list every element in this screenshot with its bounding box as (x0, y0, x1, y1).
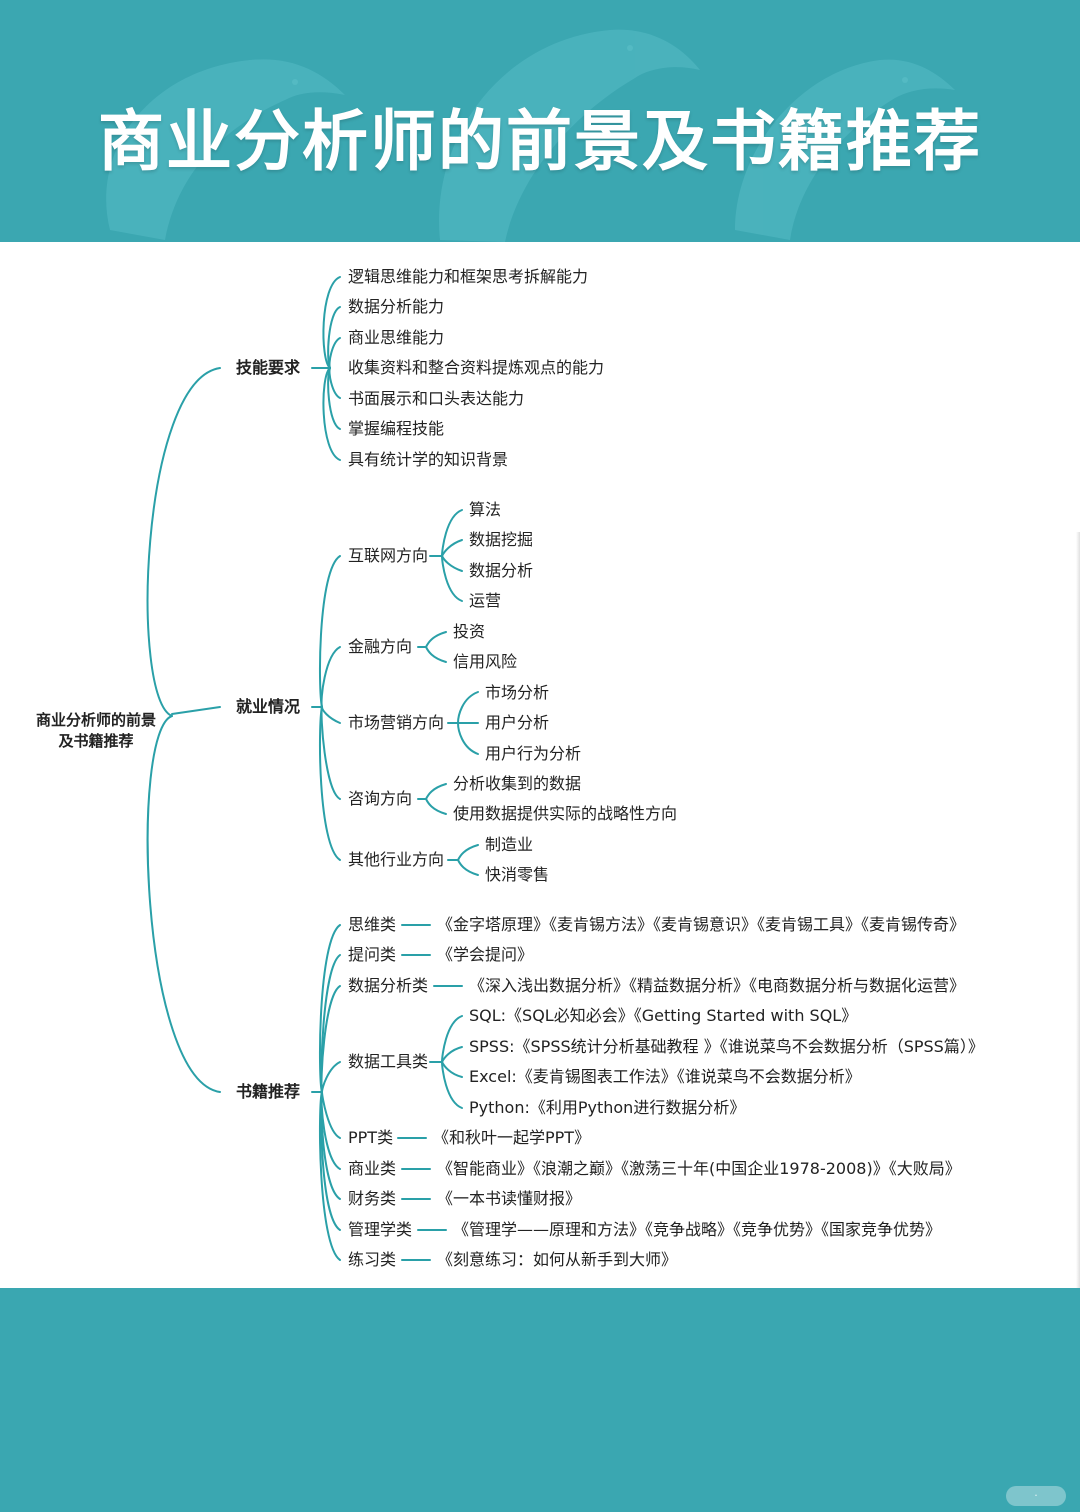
book-list: 《和秋叶一起学PPT》 (433, 1128, 591, 1147)
footer-band: · (0, 1288, 1080, 1512)
branch-books: 书籍推荐 (236, 1082, 301, 1101)
job-item: 数据挖掘 (469, 530, 534, 549)
job-item: 分析收集到的数据 (453, 774, 582, 793)
job-item: 投资 (453, 622, 486, 641)
job-item: 市场分析 (485, 683, 550, 702)
mindmap-panel (0, 242, 1080, 1288)
job-branch-finance: 金融方向 (348, 637, 413, 656)
root-line-2: 及书籍推荐 (58, 732, 134, 750)
tool-book-item: Python:《利用Python进行数据分析》 (469, 1098, 746, 1117)
skill-item: 商业思维能力 (348, 328, 445, 347)
book-list: 《管理学——原理和方法》《竞争战略》《竞争优势》《国家竞争优势》 (453, 1220, 942, 1239)
job-item: 用户行为分析 (485, 744, 582, 763)
book-list: 《金字塔原理》《麦肯锡方法》《麦肯锡意识》《麦肯锡工具》《麦肯锡传奇》 (437, 915, 966, 934)
book-list: 《一本书读懂财报》 (437, 1189, 582, 1208)
branch-skills: 技能要求 (236, 358, 301, 377)
book-list: 《深入浅出数据分析》《精益数据分析》《电商数据分析与数据化运营》 (469, 976, 966, 995)
skill-item: 数据分析能力 (348, 297, 445, 316)
job-item: 使用数据提供实际的战略性方向 (453, 804, 678, 823)
job-item: 快消零售 (485, 865, 550, 884)
job-branch-internet: 互联网方向 (348, 546, 429, 565)
job-item: 运营 (469, 591, 502, 610)
job-branch-marketing: 市场营销方向 (348, 713, 445, 732)
tool-book-item: SQL:《SQL必知必会》《Getting Started with SQL》 (469, 1006, 858, 1025)
book-category: 提问类 (348, 945, 397, 964)
branch-jobs: 就业情况 (236, 697, 301, 716)
book-category: 管理学类 (348, 1220, 413, 1239)
book-category: 思维类 (348, 915, 397, 934)
panel-edge-shadow (1076, 532, 1080, 1288)
skill-item: 书面展示和口头表达能力 (348, 389, 525, 408)
job-item: 算法 (469, 500, 502, 519)
skill-item: 收集资料和整合资料提炼观点的能力 (348, 358, 605, 377)
book-category: 练习类 (348, 1250, 397, 1269)
dolphin-illustration (106, 29, 955, 242)
watermark-badge: · (1006, 1486, 1066, 1506)
job-item: 数据分析 (469, 561, 534, 580)
job-branch-other: 其他行业方向 (348, 850, 445, 869)
skill-item: 掌握编程技能 (348, 419, 445, 438)
book-category: 财务类 (348, 1189, 397, 1208)
tool-book-item: Excel:《麦肯锡图表工作法》《谁说菜鸟不会数据分析》 (469, 1067, 861, 1086)
book-category: 商业类 (348, 1159, 397, 1178)
job-item: 用户分析 (485, 713, 550, 732)
root-node: 商业分析师的前景 及书籍推荐 (28, 710, 164, 752)
skill-item: 具有统计学的知识背景 (348, 450, 509, 469)
root-line-1: 商业分析师的前景 (35, 711, 156, 729)
book-category: PPT类 (348, 1128, 394, 1147)
book-category: 数据分析类 (348, 976, 429, 995)
book-list: 《智能商业》《浪潮之巅》《激荡三十年(中国企业1978-2008)》《大败局》 (437, 1159, 961, 1178)
book-list: 《学会提问》 (437, 945, 534, 964)
job-item: 制造业 (485, 835, 534, 854)
book-category-tools: 数据工具类 (348, 1052, 429, 1071)
job-branch-consulting: 咨询方向 (348, 789, 413, 808)
header-banner: 商业分析师的前景及书籍推荐 (0, 0, 1080, 242)
book-list: 《刻意练习：如何从新手到大师》 (437, 1250, 678, 1269)
job-item: 信用风险 (453, 652, 518, 671)
skill-item: 逻辑思维能力和框架思考拆解能力 (348, 267, 589, 286)
page-title: 商业分析师的前景及书籍推荐 (98, 103, 982, 180)
tool-book-item: SPSS:《SPSS统计分析基础教程 》《谁说菜鸟不会数据分析（SPSS篇）》 (469, 1037, 984, 1056)
